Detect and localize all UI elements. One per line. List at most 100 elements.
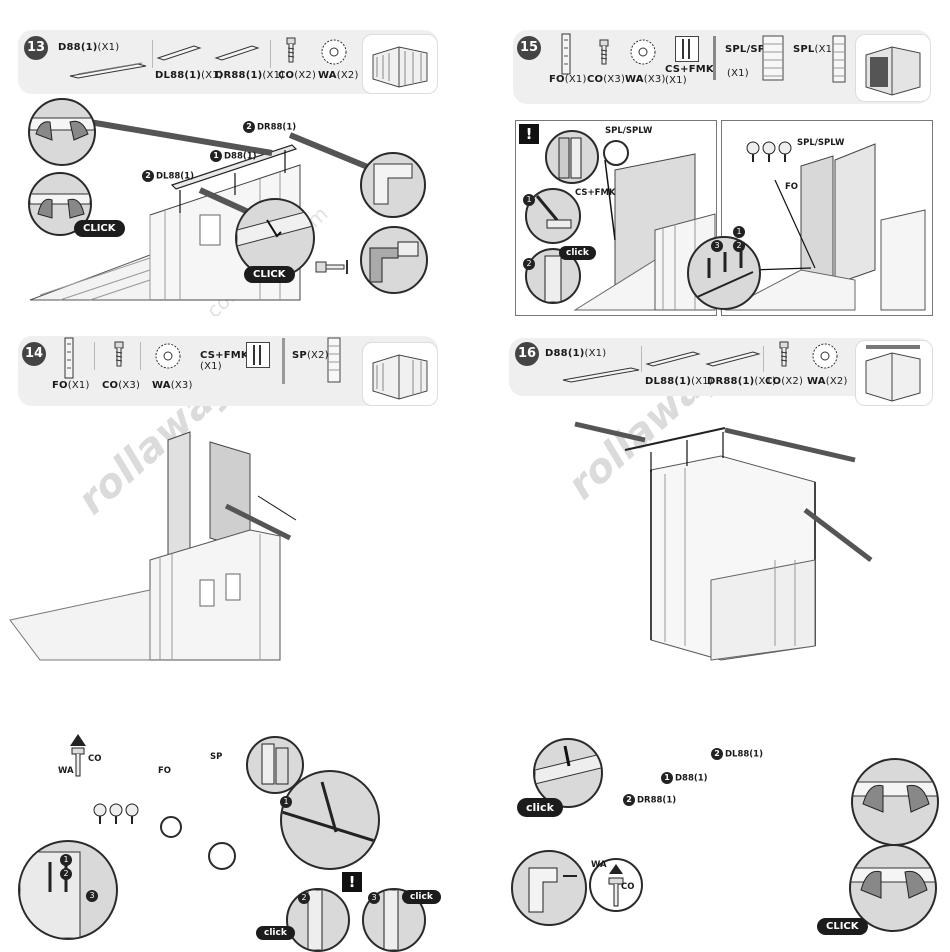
num-badge: 1: [280, 796, 292, 808]
channel-icon: [558, 137, 582, 179]
step-15-number: 15: [517, 36, 541, 60]
rail-dr88-icon: [705, 351, 761, 367]
part-dl88-label: DL88(1)(X1): [645, 376, 713, 387]
part-csfmk-qty: (X1): [200, 361, 222, 372]
detail-circle-ring: [208, 842, 236, 870]
fitting-icon: [369, 241, 419, 283]
frame-assembly-drawing: [574, 421, 873, 661]
part-fo-label: FO(X1): [52, 380, 90, 391]
inside-install-icon: [282, 781, 378, 844]
base-screws-icon: [694, 248, 754, 299]
hands-press-icon: [851, 867, 935, 899]
click-label: CLICK: [817, 918, 868, 935]
fo-bracket-icon: [64, 337, 74, 379]
part-splw-qty: (X1): [727, 68, 749, 79]
detail-circle-hands-top: [851, 758, 939, 846]
hands-icon: [853, 781, 937, 813]
part-d88-label: D88(1)(X1): [58, 42, 120, 53]
warning-icon: !: [519, 124, 539, 144]
part-fo-label: FO(X1): [549, 74, 587, 85]
shed-preview-icon: [372, 46, 428, 88]
cs-fmk-icon: [253, 345, 261, 365]
separator: [270, 40, 271, 68]
detail-circle-inside: [280, 770, 380, 870]
rail-press-icon: [535, 745, 601, 785]
part-co-label: CO(X3): [102, 380, 141, 391]
shed-thumbnail: [855, 340, 933, 406]
num-badge: 1: [733, 226, 745, 238]
part-co-label: CO(X2): [765, 376, 804, 387]
clip-icon: [307, 890, 323, 950]
part-dr88-label: DR88(1)(X1): [215, 70, 285, 81]
cs-fmk-box: [675, 36, 699, 62]
label-fo: FO: [785, 182, 799, 192]
detail-circle-ring: [603, 140, 629, 166]
detail-circle-ring: [160, 816, 182, 838]
panel-install-drawing: [573, 143, 926, 311]
label-csfmk: CS+FMK: [575, 188, 616, 198]
label-sp: SP: [210, 752, 223, 762]
rail-d88-icon: [562, 367, 640, 383]
bracket-icon: [528, 867, 577, 913]
shed-preview-icon: [865, 345, 921, 402]
separator: [152, 40, 153, 68]
separator: [641, 346, 642, 372]
label-co: CO: [621, 882, 635, 892]
screws-group-icon: [746, 141, 792, 162]
step-16-number: 16: [515, 342, 539, 366]
shed-thumbnail: [362, 34, 438, 94]
num-badge: 3: [368, 892, 380, 904]
part-wa-label: WA(X3): [152, 380, 193, 391]
step-15-panel: 15 FO(X1) CO(X3) WA(X3) CS+FMK (X1) SPL/…: [475, 0, 950, 330]
part-csfmk-qty: (X1): [665, 75, 687, 86]
part-dr88-label: DR88(1)(X1): [707, 376, 777, 387]
separator: [713, 36, 716, 80]
click-label: click: [559, 246, 596, 260]
part-co-label: CO(X3): [587, 74, 626, 85]
step-14-panel: 14 FO(X1) CO(X3) WA(X3) CS+FMK (X1) SP(X…: [0, 330, 475, 952]
detail-circle-hands: [28, 98, 96, 166]
detail-circle-base: [687, 236, 761, 310]
post-icon: [544, 255, 562, 302]
screw-co-icon: [286, 37, 296, 63]
part-splw-label: SPL/SPLW: [725, 44, 783, 55]
detail-circle-clip-a: [286, 888, 350, 952]
num-badge: 3: [86, 890, 98, 902]
panel-spl-splw-icon: [762, 35, 784, 81]
label-spl-splw-right: SPL/SPLW: [797, 138, 845, 148]
warning-icon: !: [342, 872, 362, 892]
detail-circle-corner: [360, 152, 426, 218]
shed-thumbnail: [362, 342, 438, 406]
cs-fmk-box: [246, 342, 270, 368]
screw-co-icon: [114, 341, 124, 367]
detail-circle-rail: [235, 198, 315, 278]
rail-d88-icon: [69, 62, 147, 79]
screw-co-icon: [599, 39, 609, 65]
detail-circle-channel: [545, 130, 599, 184]
click-label: click: [402, 890, 441, 904]
part-wa-label: WA(X2): [318, 70, 359, 81]
rail-joint-icon: [237, 209, 313, 247]
rail-dl88-icon: [645, 351, 701, 367]
corner-joint-icon: [373, 163, 413, 205]
cs-fmk-icon: [682, 39, 690, 59]
screws-group-icon: [93, 803, 139, 824]
part-d88-label: D88(1)(X1): [545, 348, 607, 359]
part-co-label: CO(X2): [278, 70, 317, 81]
part-wa-label: WA(X2): [807, 376, 848, 387]
click-label: CLICK: [74, 220, 125, 237]
separator: [282, 338, 285, 384]
detail-circle-fitting: [360, 226, 428, 294]
label-spl-splw-left: SPL/SPLW: [605, 126, 653, 136]
part-sp-label: SP(X2): [292, 350, 329, 361]
label-co: CO: [88, 754, 102, 764]
screw-washer-icon: [315, 260, 348, 274]
shed-thumbnail: [855, 34, 931, 102]
rail-dr88-icon: [214, 45, 260, 61]
shed-preview-icon: [372, 354, 428, 400]
